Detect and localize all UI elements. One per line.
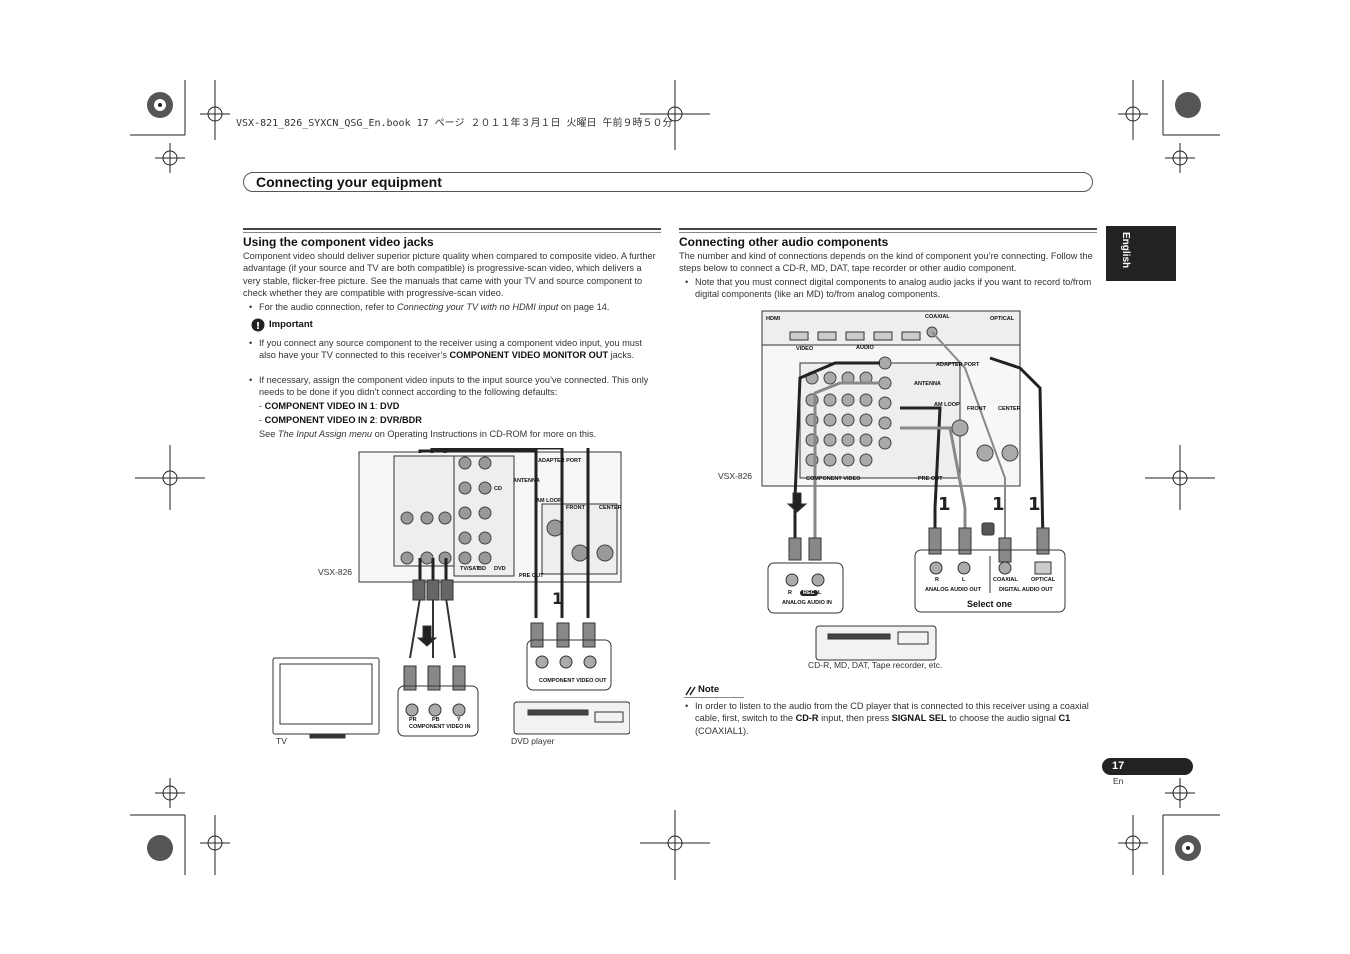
rec-badge: REC — [800, 590, 818, 596]
section-title: Connecting your equipment — [256, 174, 442, 190]
pre-out-right: PRE OUT — [918, 476, 943, 482]
important-item-2: If necessary, assign the component video… — [249, 374, 661, 399]
important-icon: ! — [251, 318, 265, 332]
svg-text:1: 1 — [938, 494, 951, 515]
note-label: Note — [698, 684, 720, 695]
left-heading: Using the component video jacks — [243, 235, 434, 249]
see-note: See The Input Assign menu on Operating I… — [259, 429, 597, 439]
front-left: FRONT — [566, 505, 585, 511]
analog-in-label: ANALOG AUDIO IN — [782, 600, 832, 606]
svg-text:1: 1 — [1028, 494, 1041, 515]
svg-text:1: 1 — [552, 589, 563, 608]
right-receiver-label: VSX-826 — [718, 471, 753, 481]
right-intro: The number and kind of connections depen… — [679, 251, 1093, 274]
front-right: FRONT — [967, 406, 986, 412]
page-lang: En — [1113, 776, 1124, 786]
dvd-label: DVD player — [511, 736, 555, 746]
default-2: - COMPONENT VIDEO IN 2: DVR/BDR — [259, 415, 422, 425]
device-caption: CD-R, MD, DAT, Tape recorder, etc. — [808, 660, 943, 670]
tv-pb: PB — [432, 717, 440, 723]
right-bullet: Note that you must connect digital compo… — [685, 276, 1099, 301]
optical-label: OPTICAL — [1031, 577, 1056, 583]
cd-left: CD — [494, 486, 502, 492]
right-column-rule — [679, 228, 1097, 230]
center-left: CENTER — [599, 505, 622, 511]
analog-in-l: L — [818, 590, 822, 596]
svg-text:!: ! — [256, 321, 261, 332]
audio-label: AUDIO — [856, 345, 874, 351]
left-column-rule-thin — [243, 232, 661, 233]
am-loop-left: AM LOOP — [536, 498, 562, 504]
coaxial-top: COAXIAL — [925, 314, 950, 320]
right-column-rule-thin — [679, 232, 1097, 233]
adapter-port-left: ADAPTER PORT — [538, 458, 582, 464]
coaxial-label: COAXIAL — [993, 577, 1018, 583]
important-label: Important — [269, 319, 313, 330]
optical-top: OPTICAL — [990, 316, 1015, 322]
digital-out-label: DIGITAL AUDIO OUT — [999, 587, 1053, 593]
note-text: In order to listen to the audio from the… — [685, 700, 1099, 737]
left-receiver-label: VSX-826 — [318, 567, 353, 577]
default-1: - COMPONENT VIDEO IN 1: DVD — [259, 401, 400, 411]
analog-out-l: L — [962, 577, 966, 583]
analog-in-r: R — [788, 590, 792, 596]
important-item-1: If you connect any source component to t… — [249, 337, 661, 362]
page-number: 17 — [1112, 760, 1125, 772]
analog-out-label: ANALOG AUDIO OUT — [925, 587, 982, 593]
tv-label: TV — [276, 736, 287, 746]
am-loop-right: AM LOOP — [934, 402, 960, 408]
analog-out-r: R — [935, 577, 939, 583]
hdmi-label: HDMI — [766, 316, 781, 322]
left-intro: Component video should deliver superior … — [243, 251, 656, 299]
select-one-label: Select one — [967, 599, 1013, 609]
tvsat-left: TV/SAT — [460, 566, 480, 572]
section-title-bar: Connecting your equipment — [243, 172, 1093, 192]
audio-components-diagram: 1 1 1 — [761, 310, 1066, 661]
left-column-rule — [243, 228, 661, 230]
pre-out-left: PRE OUT — [519, 573, 544, 579]
page-number-badge: 17 — [1102, 758, 1193, 775]
component-video-diagram: 1 — [272, 448, 630, 739]
comp-out-label: COMPONENT VIDEO OUT — [539, 678, 607, 684]
note-rule — [684, 697, 744, 698]
tv-pr: PR — [409, 717, 417, 723]
comp-in-label: COMPONENT VIDEO IN — [409, 724, 471, 730]
adapter-port-right: ADAPTER PORT — [936, 362, 980, 368]
video-label-right: VIDEO — [796, 346, 814, 352]
right-heading: Connecting other audio components — [679, 235, 889, 249]
center-right: CENTER — [998, 406, 1021, 412]
bd-left: BD — [478, 566, 486, 572]
antenna-left: ANTENNA — [513, 478, 540, 484]
component-video-right: COMPONENT VIDEO — [806, 476, 861, 482]
file-info-header: VSX-821_826_SYXCN_QSG_En.book 17 ページ ２０１… — [236, 118, 673, 129]
left-bullet-audio: For the audio connection, refer to Conne… — [249, 301, 659, 314]
dvd-left: DVD — [494, 566, 506, 572]
antenna-right: ANTENNA — [914, 381, 941, 387]
tv-y: Y — [457, 717, 461, 723]
note-icon — [685, 686, 696, 696]
language-tab: English — [1106, 226, 1176, 281]
svg-text:1: 1 — [992, 494, 1005, 515]
